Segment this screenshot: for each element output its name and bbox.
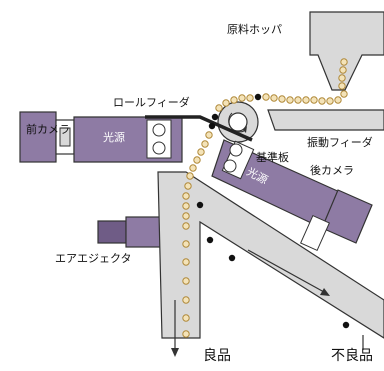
defective-product-label: 不良品 bbox=[331, 348, 373, 364]
good-product-label: 良品 bbox=[203, 348, 231, 364]
flow-arrows bbox=[171, 249, 364, 357]
light-source-front-label: 光源 bbox=[103, 131, 125, 144]
reference-plate-label: 基準板 bbox=[256, 151, 289, 164]
air-ejector bbox=[97, 216, 171, 248]
chute bbox=[157, 171, 384, 339]
vibration-feeder-label: 振動フィーダ bbox=[307, 136, 373, 149]
front-camera-label: 前カメラ bbox=[26, 123, 70, 136]
vibration-feeder bbox=[267, 109, 384, 131]
roll-feeder bbox=[217, 101, 259, 143]
hopper bbox=[309, 11, 384, 91]
air-ejector-label: エアエジェクタ bbox=[55, 252, 132, 265]
front-camera bbox=[19, 111, 183, 163]
reference-plate bbox=[145, 115, 253, 142]
rear-camera-label: 後カメラ bbox=[310, 164, 354, 177]
grain-stream bbox=[182, 58, 350, 338]
roll-feeder-label: ロールフィーダ bbox=[113, 96, 190, 109]
rear-camera bbox=[211, 139, 373, 252]
hopper-label: 原料ホッパ bbox=[227, 23, 282, 36]
